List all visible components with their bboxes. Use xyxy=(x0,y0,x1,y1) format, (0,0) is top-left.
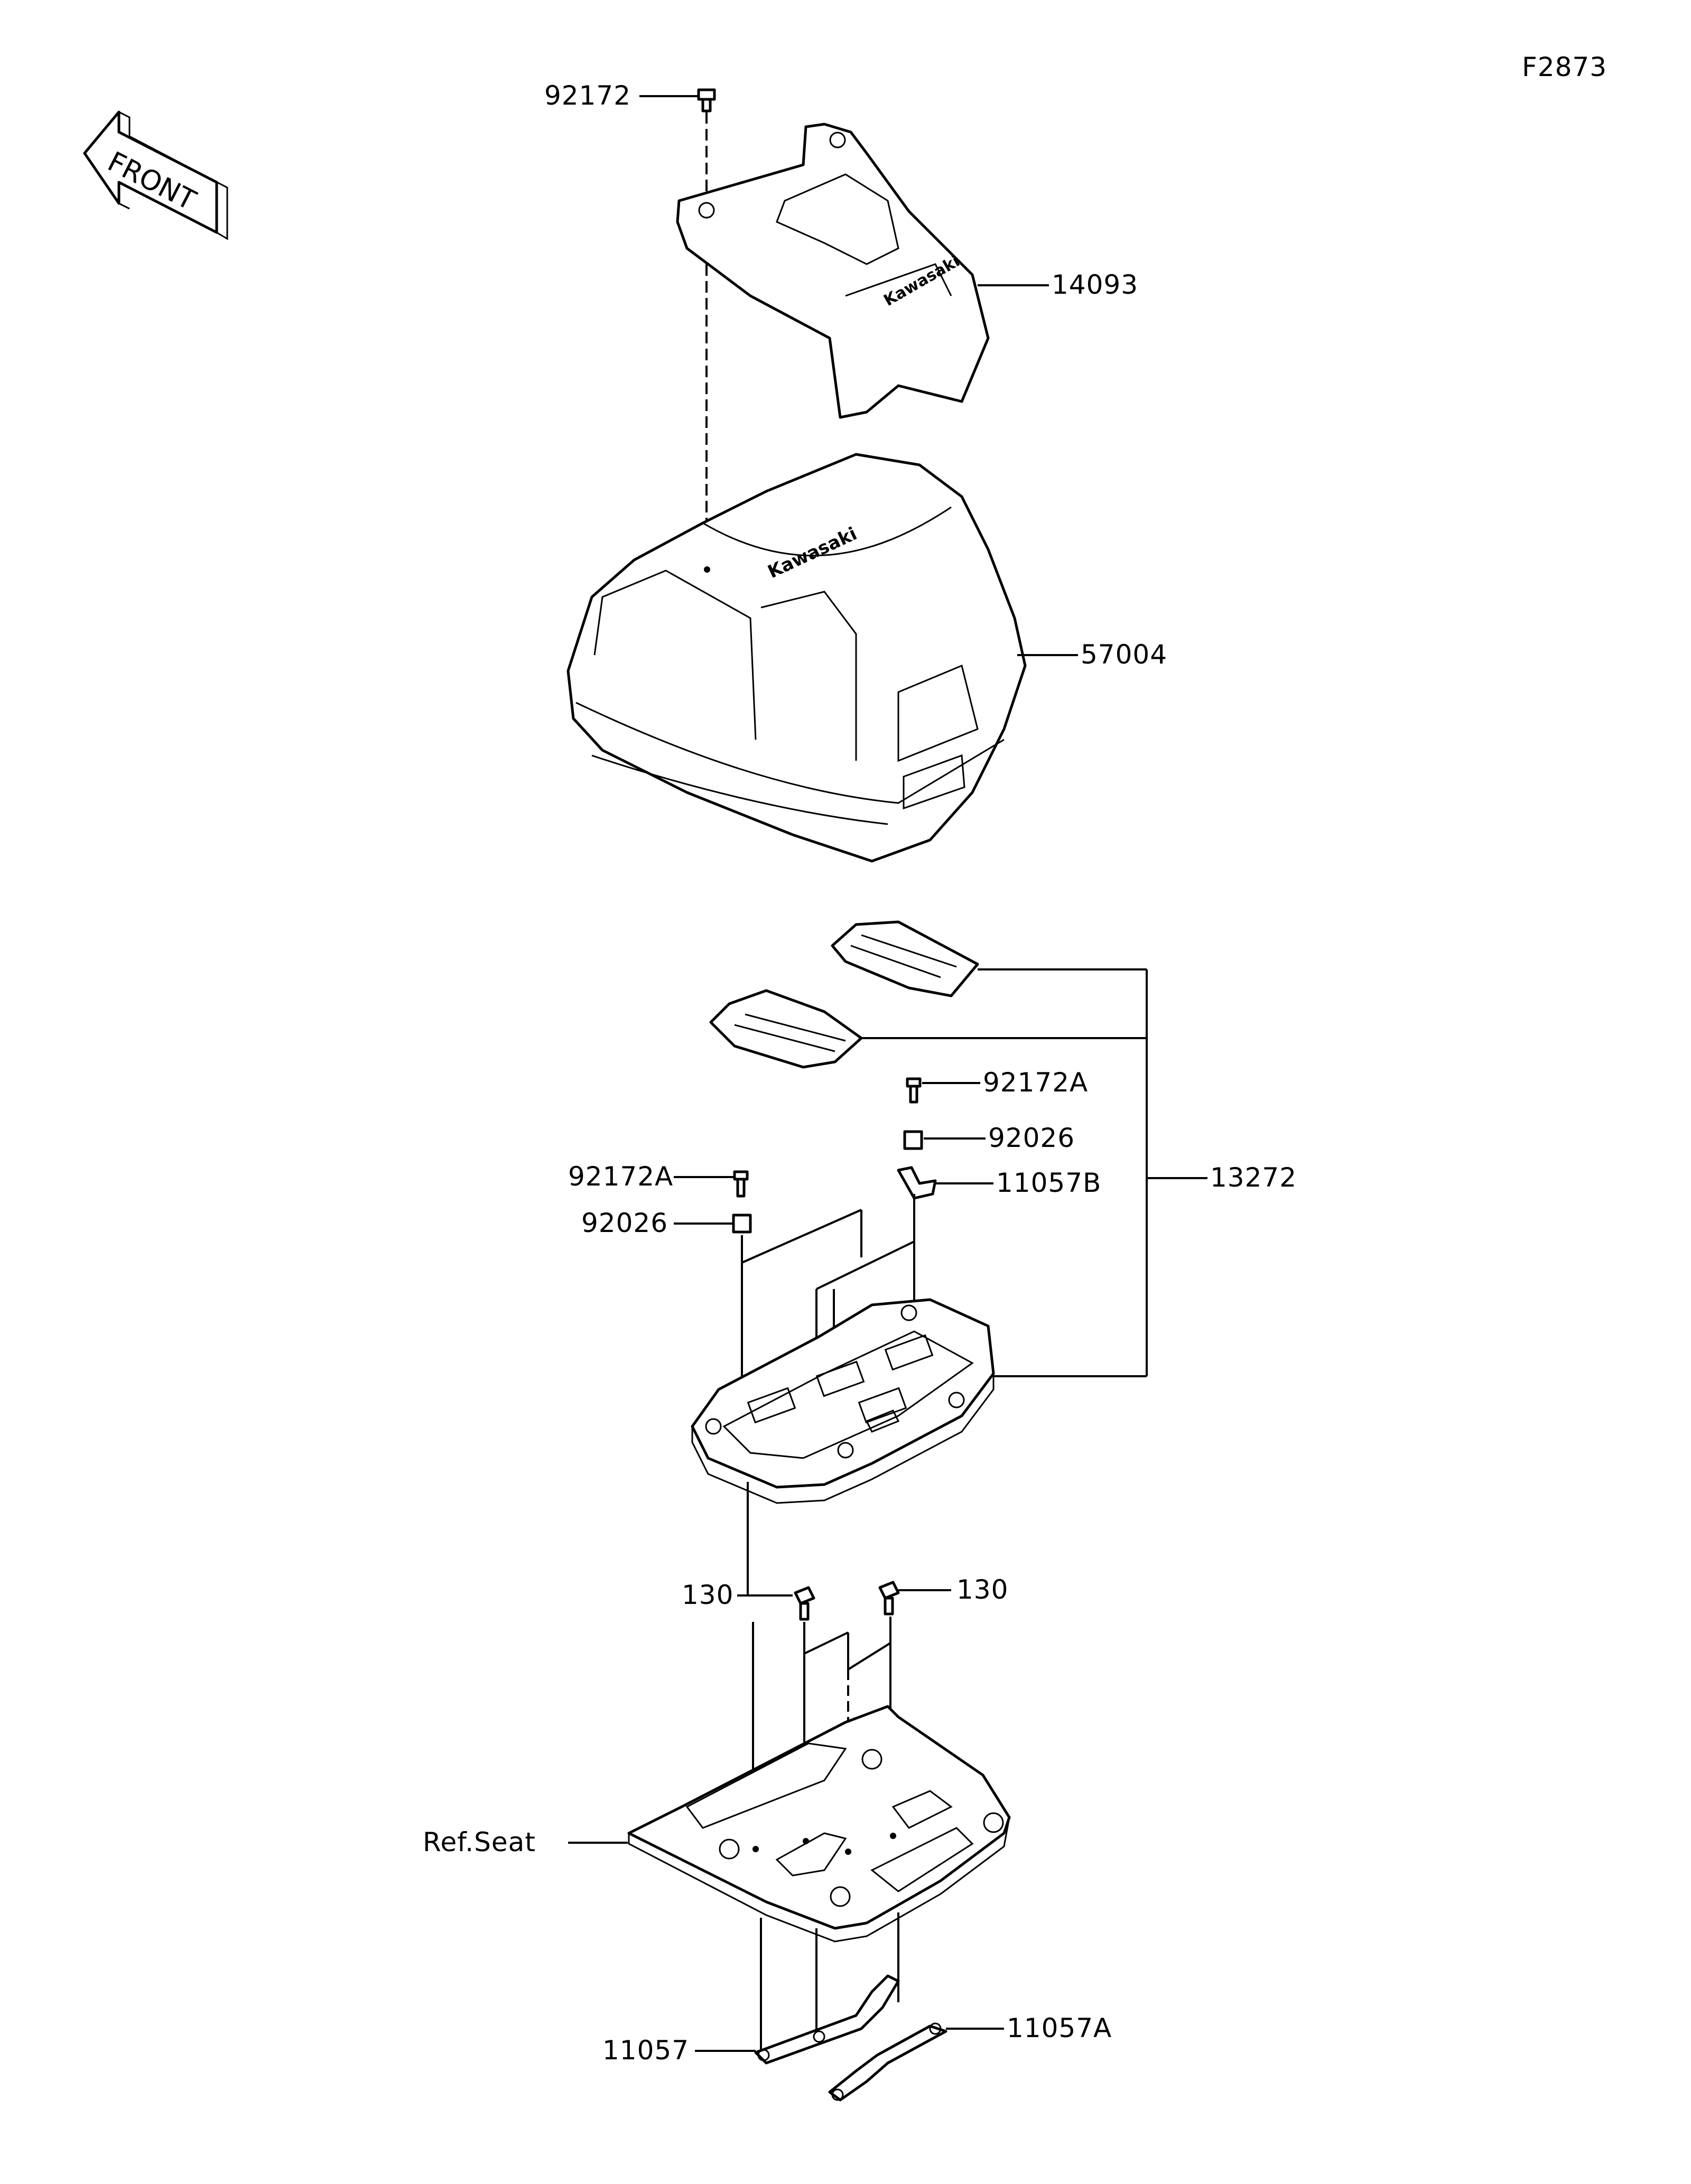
label-57004: 57004 xyxy=(1081,639,1167,670)
label-92026-left: 92026 xyxy=(581,1208,668,1238)
label-14093: 14093 xyxy=(1052,269,1138,300)
label-11057: 11057 xyxy=(602,2035,689,2066)
label-13272: 13272 xyxy=(1210,1162,1297,1193)
bracket-11057 xyxy=(754,1974,900,2065)
label-11057B: 11057B xyxy=(996,1168,1101,1198)
lid-cover-14093: Kawasaki xyxy=(676,123,990,419)
top-case-57004: Kawasaki xyxy=(566,453,1027,863)
label-92172A-right: 92172A xyxy=(983,1067,1088,1098)
label-11057A: 11057A xyxy=(1007,2013,1112,2043)
screw-92172A-right-icon xyxy=(906,1077,922,1104)
label-92172A-left: 92172A xyxy=(568,1161,673,1192)
seat-rack xyxy=(627,1705,1011,1943)
front-arrow-icon: FRONT xyxy=(83,110,228,240)
label-ref-seat: Ref.Seat xyxy=(423,1827,536,1858)
clip-11057B-icon xyxy=(897,1166,937,1200)
label-92172: 92172 xyxy=(544,80,631,111)
bolt-130-left-icon xyxy=(794,1586,815,1621)
nut-92026-left-icon xyxy=(732,1214,752,1234)
pad-upper xyxy=(831,920,979,997)
nut-92026-right-icon xyxy=(903,1130,923,1150)
pad-lower xyxy=(709,989,863,1069)
bracket-11057A xyxy=(828,2022,947,2102)
label-130-right: 130 xyxy=(956,1574,1008,1605)
screw-92172A-left-icon xyxy=(733,1170,749,1198)
figure-code: F2873 xyxy=(1522,52,1607,82)
base-plate xyxy=(691,1298,995,1504)
screw-92172-icon xyxy=(697,88,716,113)
label-92026-right: 92026 xyxy=(988,1123,1075,1153)
bolt-130-right-icon xyxy=(878,1581,900,1616)
label-130-left: 130 xyxy=(682,1580,733,1610)
